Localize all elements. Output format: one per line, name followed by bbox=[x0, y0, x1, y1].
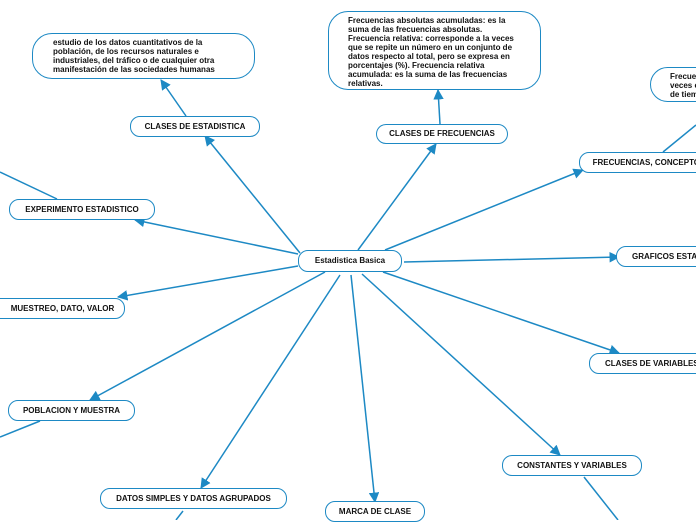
link-center-frecuencias-conceptos bbox=[384, 168, 584, 251]
link-constantes-offscreen bbox=[583, 476, 619, 520]
link-experimento-offscreen bbox=[0, 171, 58, 200]
link-center-clases-estadistica bbox=[204, 135, 301, 254]
link-center-datos bbox=[200, 274, 341, 489]
topic-muestreo-dato-valor[interactable]: MUESTREO, DATO, VALOR bbox=[0, 298, 125, 319]
link-center-marca bbox=[350, 274, 380, 504]
link-center-graficos bbox=[403, 251, 621, 263]
link-clases-frecuencias-note bbox=[433, 88, 444, 125]
link-center-muestreo bbox=[116, 265, 299, 301]
topic-clases-de-variables[interactable]: CLASES DE VARIABLES bbox=[589, 353, 696, 374]
center-node[interactable]: Estadistica Basica bbox=[298, 250, 402, 272]
note-frecuencia-partial-text: Frecuencia veces c de tiem bbox=[670, 72, 696, 99]
note-estadistica-definition: estudio de los datos cuantitativos de la… bbox=[32, 33, 255, 79]
topic-experimento-estadistico[interactable]: EXPERIMENTO ESTADISTICO bbox=[9, 199, 155, 220]
topic-graficos-label: GRAFICOS ESTA bbox=[632, 251, 696, 261]
topic-graficos-estadisticos[interactable]: GRAFICOS ESTA bbox=[616, 246, 696, 267]
topic-frecuencias-conceptos[interactable]: FRECUENCIAS, CONCEPTOS bbox=[579, 152, 696, 173]
link-clases-estadistica-note bbox=[160, 79, 187, 117]
topic-clases-estadistica[interactable]: CLASES DE ESTADISTICA bbox=[130, 116, 260, 137]
topic-poblacion-y-muestra[interactable]: POBLACION Y MUESTRA bbox=[8, 400, 135, 421]
link-center-experimento bbox=[133, 216, 299, 255]
link-poblacion-offscreen bbox=[0, 420, 41, 438]
note-frecuencia-partial: Frecuencia veces c de tiem bbox=[650, 67, 696, 102]
link-center-constantes bbox=[361, 273, 561, 456]
topic-marca-de-clase[interactable]: MARCA DE CLASE bbox=[325, 501, 425, 522]
topic-datos-simples-agrupados[interactable]: DATOS SIMPLES Y DATOS AGRUPADOS bbox=[100, 488, 287, 509]
topic-clases-frecuencias[interactable]: CLASES DE FRECUENCIAS bbox=[376, 124, 508, 144]
link-center-clases-variables bbox=[382, 271, 620, 355]
note-frecuencias-definition: Frecuencias absolutas acumuladas: es la … bbox=[328, 11, 541, 90]
link-center-clases-frecuencias bbox=[357, 143, 437, 251]
link-frecuencias-conceptos-note bbox=[662, 124, 696, 153]
link-datos-offscreen bbox=[175, 510, 184, 520]
link-center-poblacion bbox=[89, 271, 326, 401]
topic-constantes-y-variables[interactable]: CONSTANTES Y VARIABLES bbox=[502, 455, 642, 476]
